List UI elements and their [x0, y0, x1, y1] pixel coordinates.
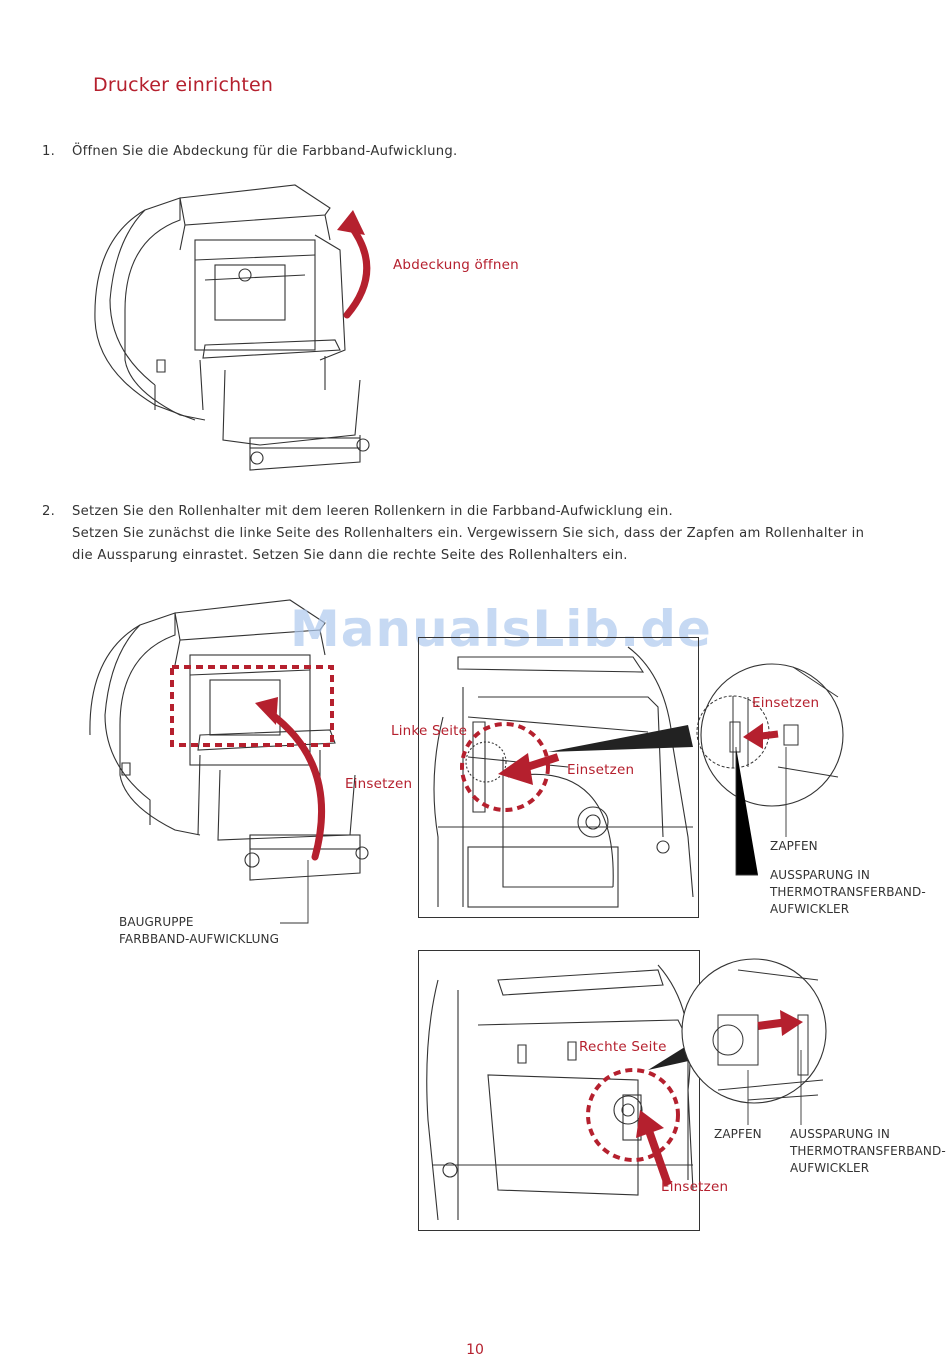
figure-ribbon-assembly [89, 599, 369, 924]
label-notch-left: AUSSPARUNG IN THERMOTRANSFERBAND- AUFWIC… [770, 867, 926, 918]
assembly-label: BAUGRUPPE FARBBAND-AUFWICKLUNG [119, 914, 279, 948]
callout-insert-assembly: Einsetzen [345, 776, 413, 792]
watermark: ManualsLib.de [290, 600, 712, 658]
step-2-number: 2. [42, 504, 56, 519]
label-notch-right-line-1: AUSSPARUNG IN [790, 1127, 890, 1141]
callout-insert-right: Einsetzen [661, 1179, 729, 1195]
label-notch-left-line-2: THERMOTRANSFERBAND- [770, 885, 926, 899]
label-notch-right: AUSSPARUNG IN THERMOTRANSFERBAND- AUFWIC… [790, 1126, 946, 1177]
label-notch-left-line-3: AUFWICKLER [770, 902, 850, 916]
figure-printer-open-cover [94, 184, 371, 471]
step-2-line-3: die Aussparung einrastet. Setzen Sie dan… [72, 548, 628, 563]
step-1-number: 1. [42, 144, 56, 159]
callout-insert-zoom: Einsetzen [752, 695, 820, 711]
label-pin-left: ZAPFEN [770, 839, 818, 853]
label-left-side: Linke Seite [391, 723, 468, 739]
step-2-line-2: Setzen Sie zunächst die linke Seite des … [72, 526, 865, 541]
figure-left-side-frame [418, 637, 699, 918]
label-notch-left-line-1: AUSSPARUNG IN [770, 868, 870, 882]
figure-right-side-frame [418, 950, 700, 1231]
assembly-label-line-2: FARBBAND-AUFWICKLUNG [119, 932, 279, 946]
label-right-side: Rechte Seite [579, 1039, 667, 1055]
step-1-text: Öffnen Sie die Abdeckung für die Farbban… [72, 144, 458, 159]
assembly-label-line-1: BAUGRUPPE [119, 915, 194, 929]
callout-insert-left: Einsetzen [567, 762, 635, 778]
figure-left-side [433, 646, 844, 908]
step-2: 2. Setzen Sie den Rollenhalter mit dem l… [42, 501, 922, 567]
label-pin-right: ZAPFEN [714, 1127, 762, 1141]
callout-open-cover: Abdeckung öffnen [393, 257, 519, 273]
label-notch-right-line-2: THERMOTRANSFERBAND- [790, 1144, 946, 1158]
step-2-line-1: Setzen Sie den Rollenhalter mit dem leer… [72, 504, 673, 519]
page-number: 10 [466, 1342, 484, 1358]
figure-right-side [426, 958, 827, 1221]
page-title: Drucker einrichten [93, 74, 274, 96]
label-notch-right-line-3: AUFWICKLER [790, 1161, 870, 1175]
